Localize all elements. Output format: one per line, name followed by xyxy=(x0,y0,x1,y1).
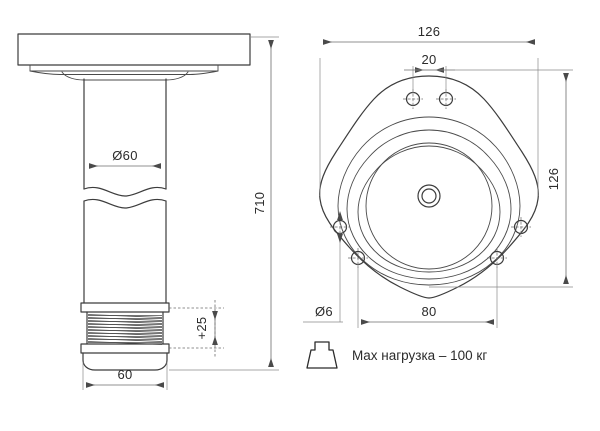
dim-hole-diameter: Ø6 xyxy=(303,211,343,323)
dim-base-width-label: 60 xyxy=(117,367,132,382)
dim-hole-spacing-bottom-label: 80 xyxy=(421,304,436,319)
plate-underside-lip xyxy=(29,64,219,72)
dim-shaft-diameter-label: Ø60 xyxy=(112,148,137,163)
max-load-text: Мax нагрузка – 100 кг xyxy=(352,348,487,363)
dim-hole-spacing-top: 20 xyxy=(404,52,455,93)
foot-top-flange xyxy=(80,343,170,354)
dim-total-height-label: 710 xyxy=(252,192,267,215)
foot-pad xyxy=(82,352,168,371)
plate-ring-1 xyxy=(337,116,521,286)
dim-total-height: 710 xyxy=(169,36,279,371)
plate-ring-2 xyxy=(346,129,512,280)
weight-icon xyxy=(306,341,338,369)
dim-adjustment-label: +25 xyxy=(194,317,209,340)
dim-base-width: 60 xyxy=(82,362,168,390)
dim-hole-spacing-top-label: 20 xyxy=(421,52,436,67)
plate-ring-3 xyxy=(357,145,501,273)
break-line-upper xyxy=(83,186,167,197)
dim-shaft-diameter: Ø60 xyxy=(89,148,161,169)
dim-plate-height: 126 xyxy=(413,69,573,288)
center-pin-inner xyxy=(421,188,437,204)
thread-side-edges xyxy=(86,311,164,345)
center-pin-outer xyxy=(417,184,441,208)
top-plate-slab xyxy=(17,33,251,66)
break-line-lower xyxy=(83,198,167,209)
dim-plate-width-label: 126 xyxy=(418,24,441,39)
plate-outline xyxy=(319,75,539,299)
dim-adjustment: +25 xyxy=(169,300,224,357)
shaft-bottom-flange xyxy=(80,302,170,313)
top-view-group: 126 20 126 80 xyxy=(303,24,573,328)
mounting-hole-mid-right xyxy=(511,217,531,237)
plate-underside-curve xyxy=(29,70,219,75)
dim-hole-spacing-bottom: 80 xyxy=(357,264,498,328)
side-view-group: Ø60 710 +25 60 xyxy=(17,33,279,390)
dim-plate-height-label: 126 xyxy=(546,168,561,191)
thread-section xyxy=(86,311,164,345)
dim-hole-diameter-label: Ø6 xyxy=(315,304,333,319)
swivel-disc xyxy=(365,142,493,270)
shaft-collar xyxy=(61,71,189,81)
max-load-note: Мax нагрузка – 100 кг xyxy=(306,341,487,369)
dim-plate-width: 126 xyxy=(319,24,539,196)
